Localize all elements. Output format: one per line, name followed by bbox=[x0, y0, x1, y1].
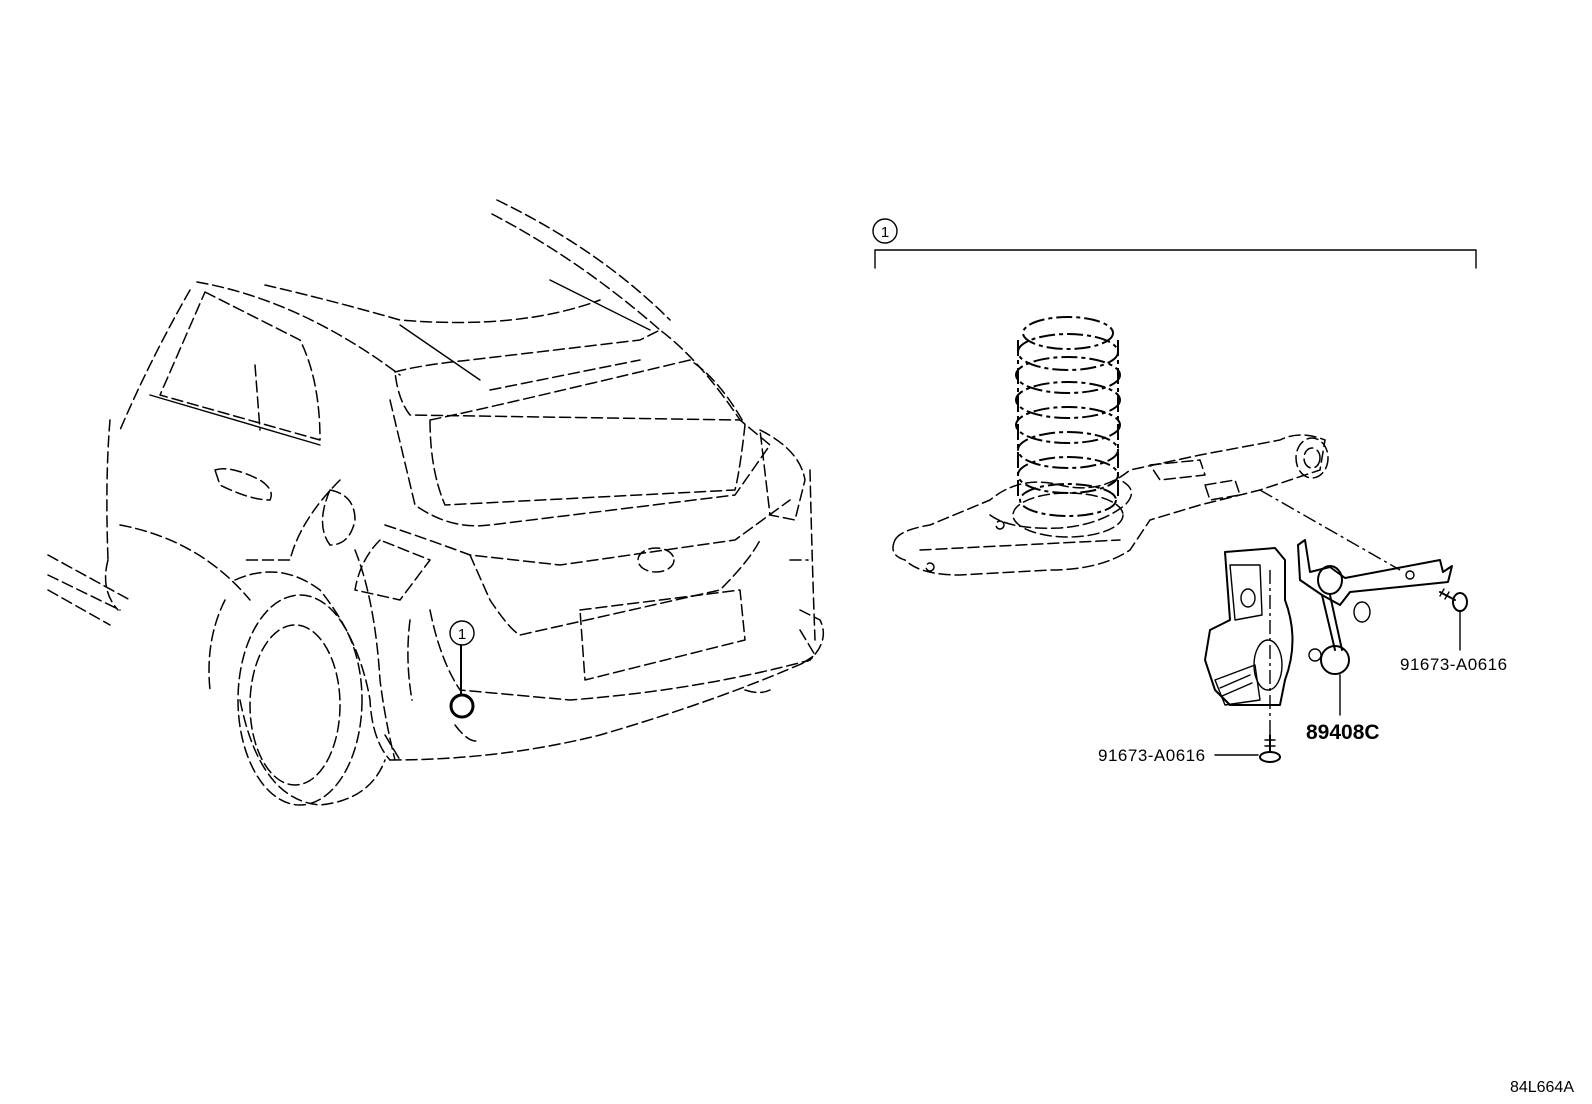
location-callout-number: 1 bbox=[458, 626, 466, 643]
height-control-sensor bbox=[1204, 539, 1453, 706]
assembly-callout-number: 1 bbox=[881, 224, 889, 241]
bolt-right bbox=[1439, 588, 1468, 651]
part-number-bolt-right[interactable]: 91673-A0616 bbox=[1400, 655, 1508, 674]
assembly-guide-line bbox=[1259, 489, 1401, 571]
part-number-sensor[interactable]: 89408C bbox=[1306, 721, 1380, 744]
diagram-code: 84L664A bbox=[1510, 1079, 1574, 1096]
vehicle-rear-illustration bbox=[47, 199, 825, 806]
lower-control-arm-phantom bbox=[892, 434, 1329, 576]
bolt-bottom bbox=[1214, 570, 1281, 763]
location-callout: 1 bbox=[449, 620, 475, 646]
coil-spring-phantom bbox=[1015, 316, 1121, 517]
assembly-bracket: 1 bbox=[872, 218, 1477, 269]
part-number-bolt-bottom[interactable]: 91673-A0616 bbox=[1098, 746, 1206, 765]
